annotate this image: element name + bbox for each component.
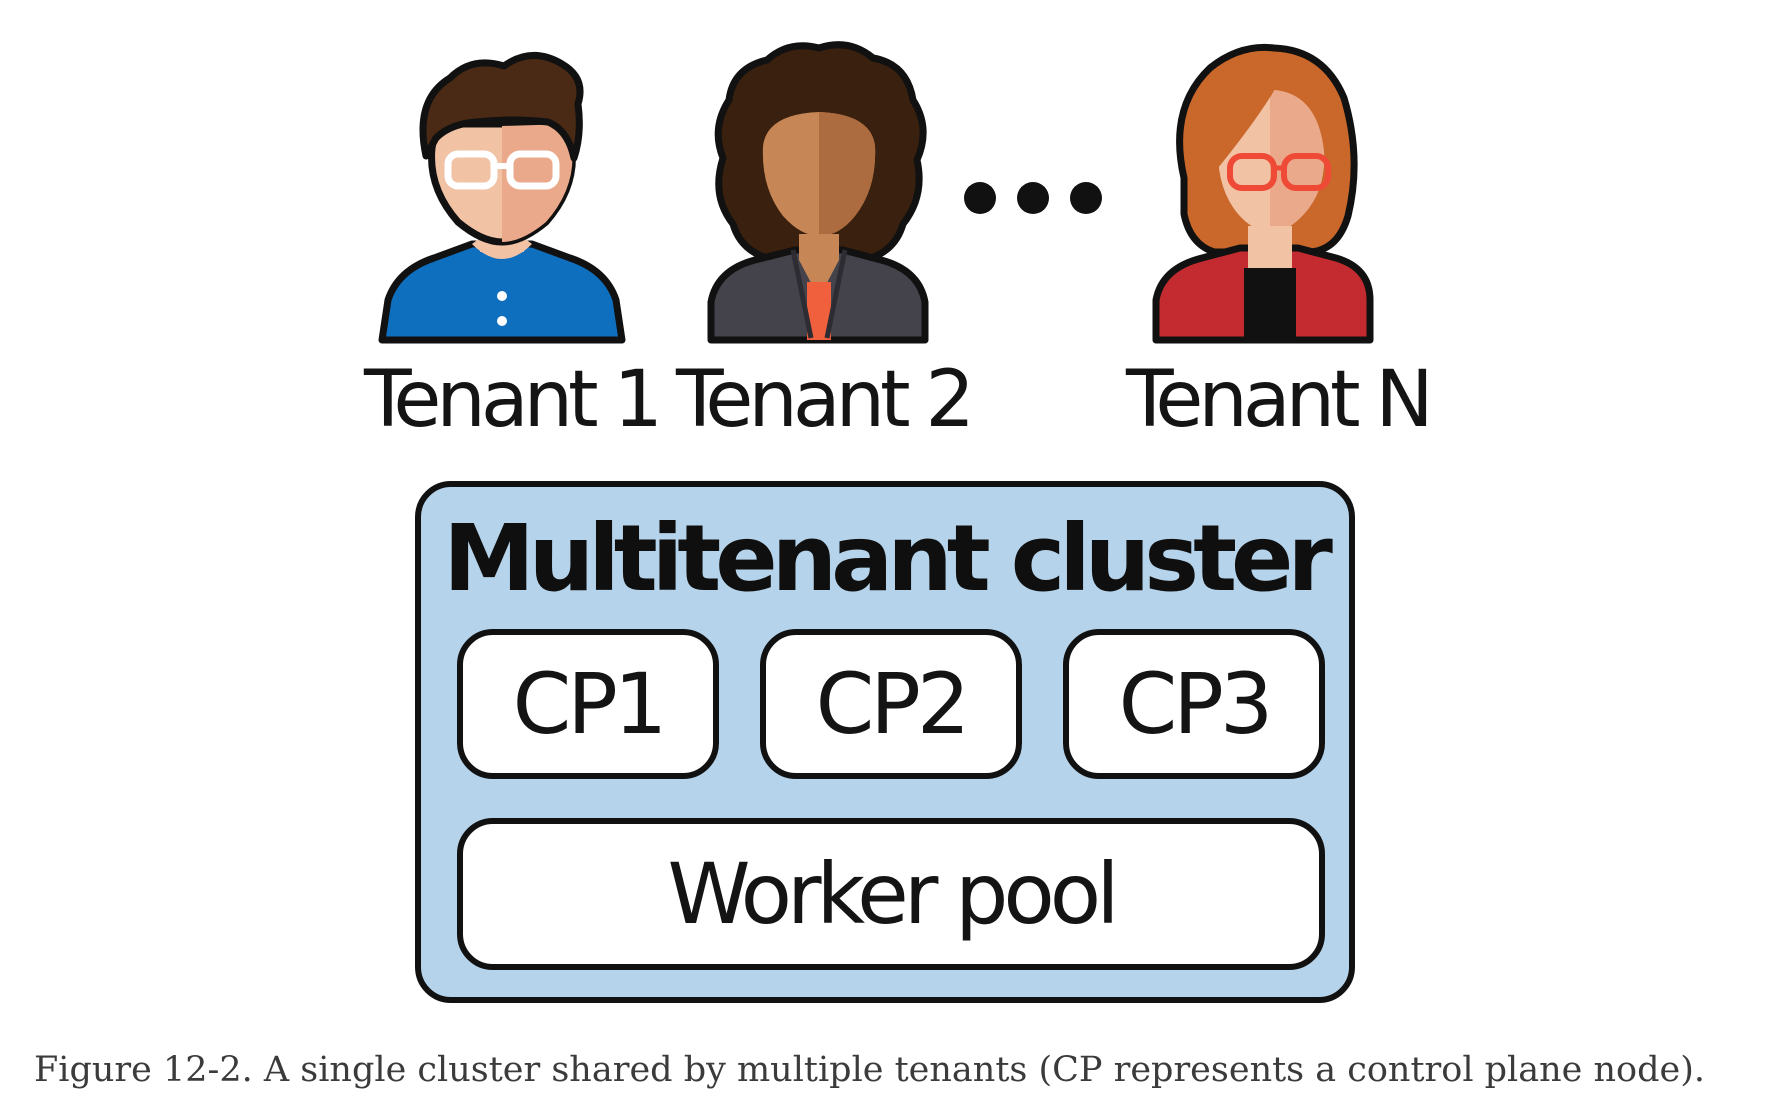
figure-caption: Figure 12-2. A single cluster shared by … [34, 1050, 1706, 1090]
tenant-n-label: Tenant N [1126, 355, 1434, 445]
ellipsis-dots-icon [964, 182, 1102, 214]
multitenant-cluster-box: Multitenant cluster CP1 CP2 CP3 Worker p… [415, 481, 1355, 1003]
control-plane-cp1: CP1 [457, 629, 719, 779]
woman-red-hair-avatar-icon [1152, 43, 1374, 344]
cluster-title: Multitenant cluster [443, 505, 1333, 612]
tenant-2-label: Tenant 2 [676, 355, 975, 445]
control-plane-cp3: CP3 [1063, 629, 1325, 779]
tenant-1-label: Tenant 1 [364, 355, 663, 445]
man-with-glasses-avatar-icon [378, 52, 626, 344]
woman-curly-hair-avatar-icon [707, 41, 929, 344]
control-plane-cp2: CP2 [760, 629, 1022, 779]
worker-pool-box: Worker pool [457, 818, 1325, 970]
